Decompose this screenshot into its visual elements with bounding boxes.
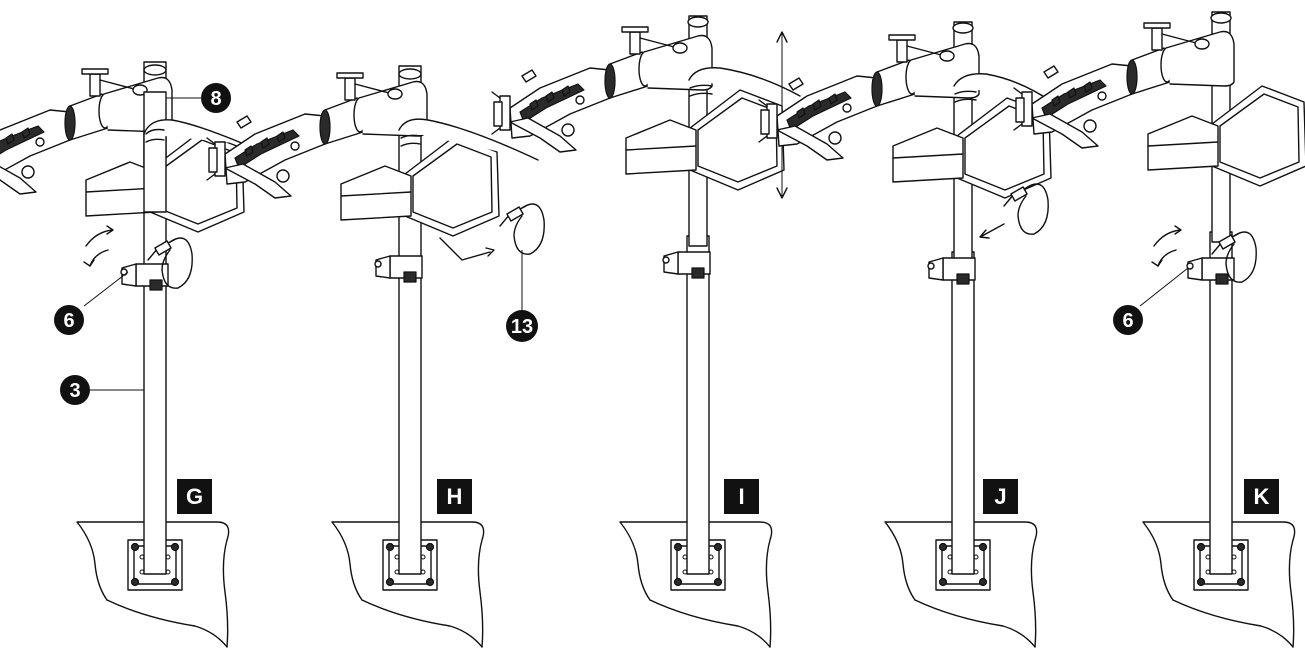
svg-text:G: G bbox=[186, 484, 203, 509]
callout-8: 8 bbox=[201, 83, 231, 113]
main-post-tube bbox=[398, 65, 422, 575]
panel-j: J bbox=[758, 21, 1053, 648]
callout-6-number: 6 bbox=[1122, 310, 1133, 332]
callout-13: 13 bbox=[506, 310, 538, 342]
main-post-tube bbox=[951, 251, 975, 575]
hand-illustration bbox=[688, 67, 801, 97]
quick-release-pin bbox=[499, 203, 545, 255]
panel-label-j: J bbox=[983, 479, 1018, 514]
callout-3: 3 bbox=[60, 375, 90, 405]
rotation-arrows-icon bbox=[83, 225, 114, 267]
callout-13-number: 13 bbox=[511, 316, 533, 338]
panel-label-k: K bbox=[1244, 479, 1279, 514]
svg-text:K: K bbox=[1254, 484, 1270, 509]
panel-k: 6 K bbox=[1013, 11, 1305, 648]
panel-label-g: G bbox=[177, 479, 212, 514]
panel-g: 8 6 3 G bbox=[0, 61, 245, 648]
panel-h: 13 H bbox=[206, 65, 545, 648]
callout-3-number: 3 bbox=[69, 380, 80, 402]
panel-label-h: H bbox=[437, 479, 472, 514]
svg-text:H: H bbox=[447, 484, 463, 509]
callout-6-k: 6 bbox=[1113, 305, 1143, 335]
panel-i: I bbox=[491, 15, 801, 648]
callout-8-number: 8 bbox=[210, 88, 221, 110]
main-post-tube bbox=[686, 235, 710, 575]
rotation-arrows-icon bbox=[1151, 225, 1182, 267]
hand-illustration bbox=[398, 118, 539, 161]
callout-6: 6 bbox=[54, 305, 84, 335]
svg-text:J: J bbox=[994, 484, 1006, 509]
svg-text:I: I bbox=[738, 484, 744, 509]
panel-label-i: I bbox=[724, 479, 759, 514]
callout-6-number: 6 bbox=[63, 310, 74, 332]
hand-illustration bbox=[143, 119, 245, 145]
